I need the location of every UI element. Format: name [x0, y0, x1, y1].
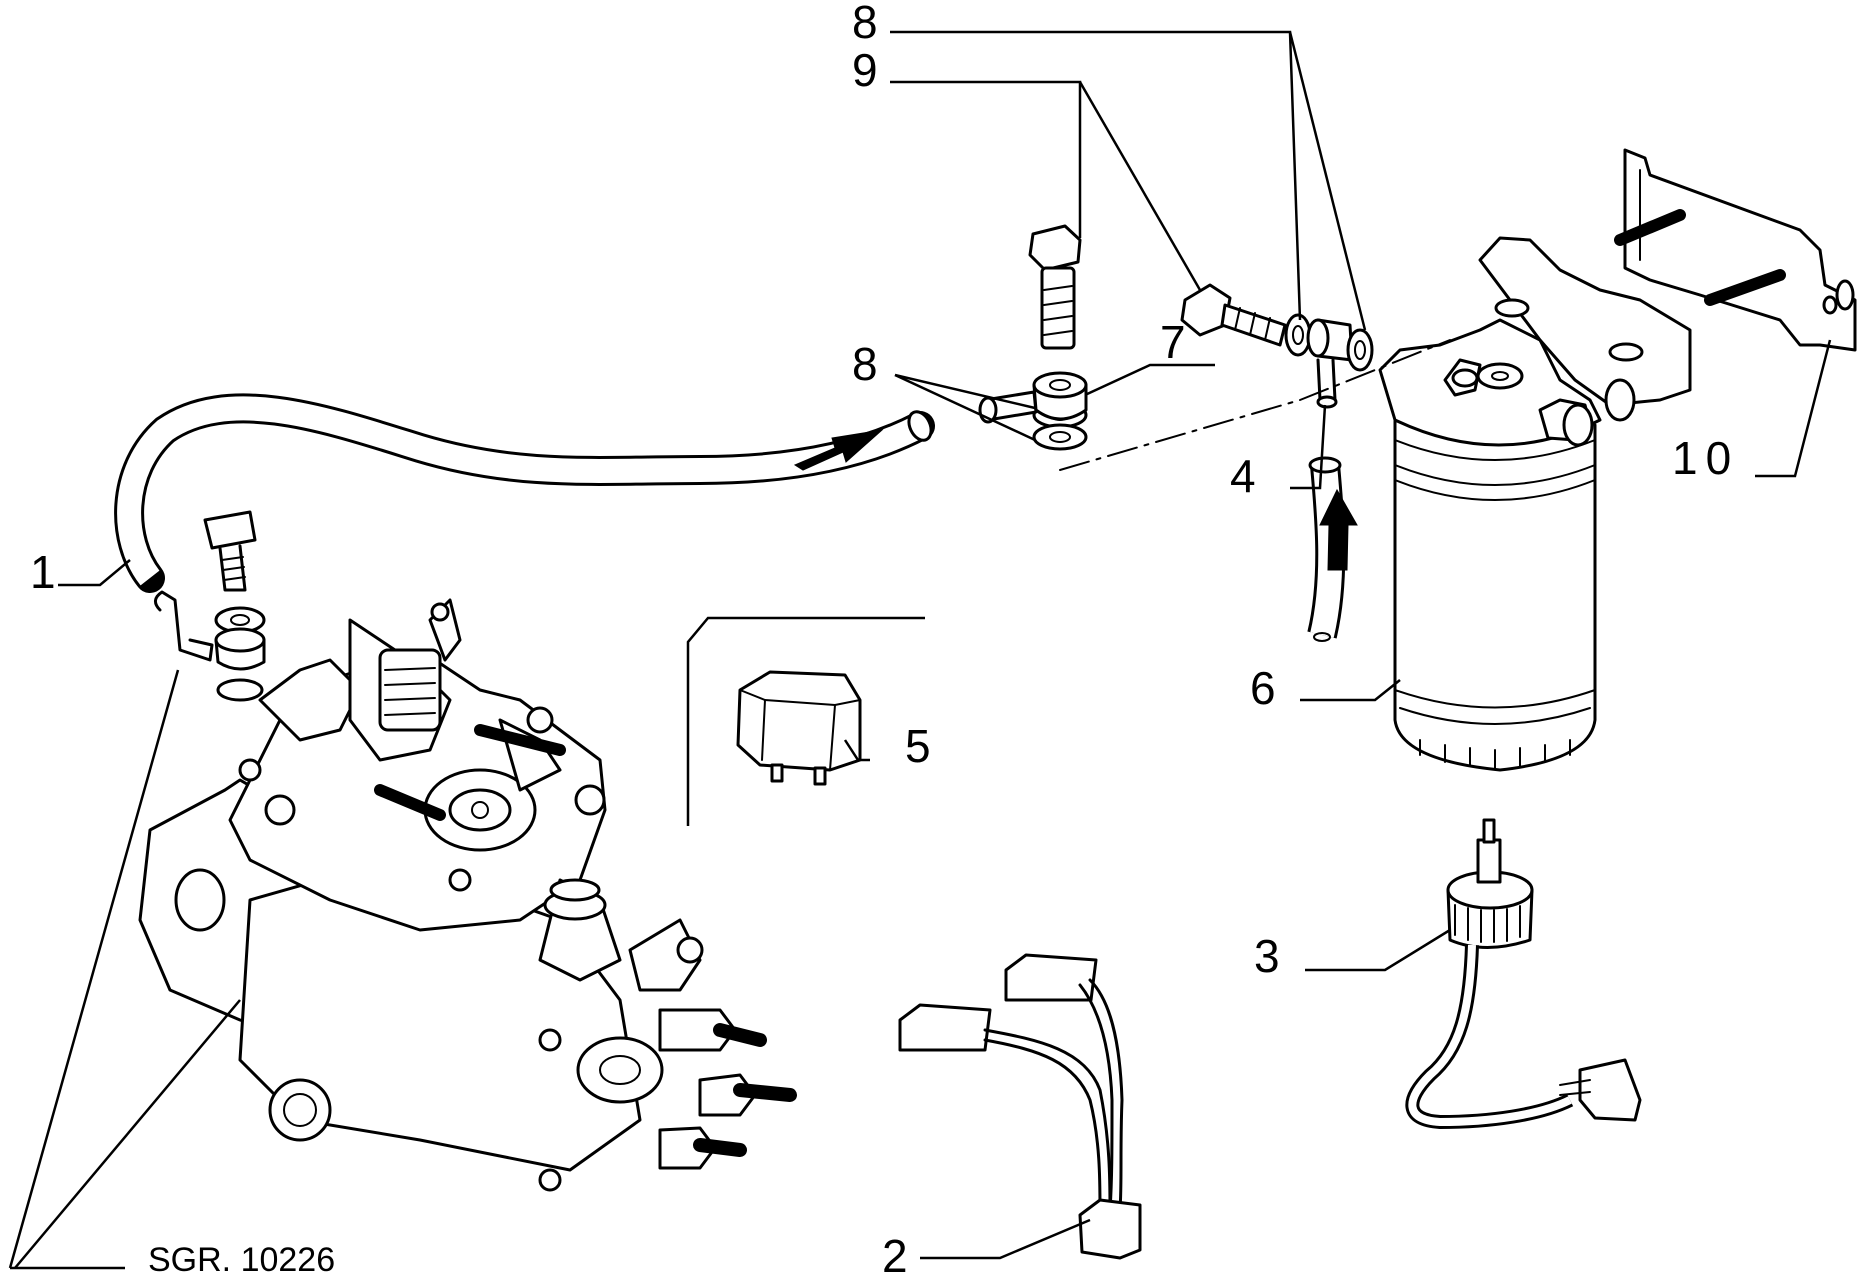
callout-7: 7 — [1160, 316, 1186, 368]
callout-3: 3 — [1254, 930, 1280, 982]
callout-8-top: 8 — [852, 0, 878, 48]
leader-lines — [843, 30, 1832, 1260]
callout-8-mid: 8 — [852, 338, 878, 390]
part-2-wiring-harness — [898, 953, 1142, 1260]
filter-head — [1378, 236, 1692, 447]
part-7-banjo-union — [978, 371, 1088, 424]
callout-labels: 1 2 3 4 5 6 7 8 8 9 10 SGR. 10226 — [30, 0, 1739, 1274]
callout-10: 10 — [1672, 432, 1739, 484]
pump-banjo-fitting — [154, 510, 266, 702]
part-4-nipple — [1316, 358, 1338, 409]
callout-4: 4 — [1230, 450, 1256, 502]
relay-frame — [686, 616, 925, 826]
callout-5: 5 — [905, 720, 931, 772]
part-9-banjo-bolt-horizontal — [1180, 283, 1374, 372]
part-9-banjo-bolt-vertical — [1028, 224, 1082, 350]
callout-6: 6 — [1250, 662, 1276, 714]
part-1-fuel-return-hose — [114, 393, 935, 593]
part-5-relay — [736, 670, 862, 786]
callout-1: 1 — [30, 546, 56, 598]
part-3-water-sensor — [1405, 818, 1642, 1130]
part-10-bracket — [1614, 148, 1857, 352]
injection-pump — [138, 598, 797, 1192]
fuel-inlet-hose — [1307, 456, 1358, 642]
drawing-code: SGR. 10226 — [148, 1241, 335, 1274]
part-6-fuel-filter — [1393, 418, 1597, 772]
callout-2: 2 — [882, 1230, 908, 1274]
leader-1 — [8, 559, 241, 1270]
callout-9: 9 — [852, 44, 878, 96]
part-8-washer-lower — [1032, 423, 1088, 451]
